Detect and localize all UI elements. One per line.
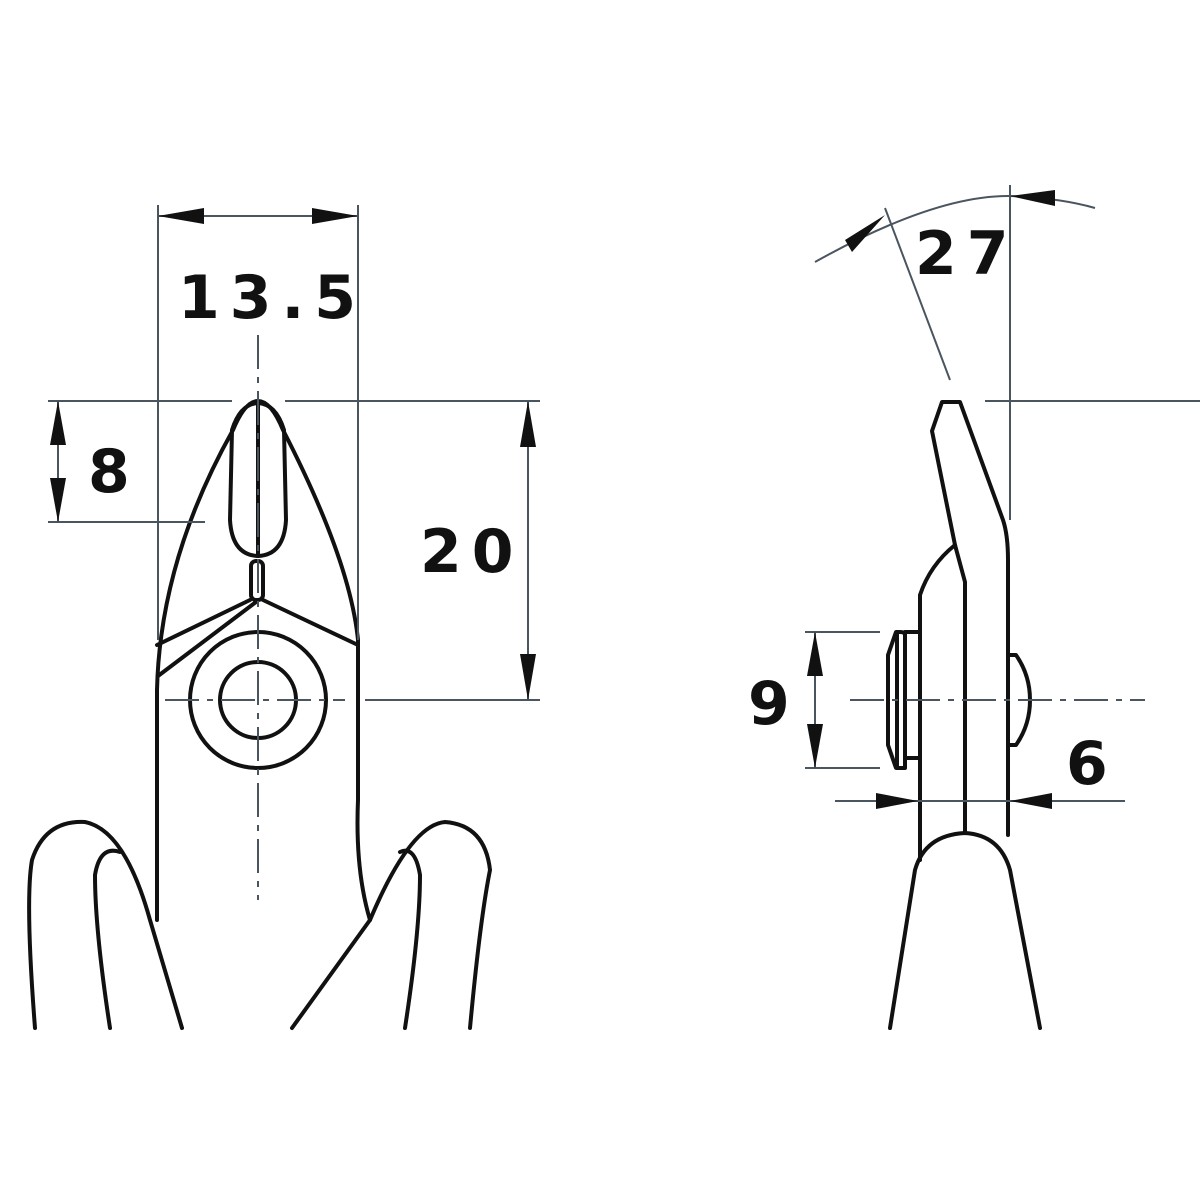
arrowhead-icon: [807, 724, 823, 768]
dimension-label-thickness: 6: [1066, 729, 1118, 799]
arrowhead-icon: [876, 793, 918, 809]
dimension-tip-length: 8: [48, 400, 232, 523]
right-handle: [290, 820, 492, 1030]
dimension-label-head-length: 20: [420, 517, 524, 587]
side-handle: [888, 831, 1042, 1030]
arrowhead-icon: [520, 654, 536, 700]
side-lower-jaw: [918, 543, 957, 862]
dimension-width: 13.5: [157, 205, 366, 640]
side-view: [850, 400, 1145, 1030]
arrowhead-icon: [520, 401, 536, 447]
dimension-label-tip-length: 8: [88, 437, 140, 507]
dimension-label-pivot-height: 9: [748, 669, 800, 739]
dimension-label-angle: 27: [915, 219, 1019, 289]
arrowhead-icon: [50, 478, 66, 522]
arrowhead-icon: [1010, 793, 1052, 809]
arrowhead-icon: [50, 401, 66, 445]
arrowhead-icon: [312, 208, 358, 224]
dimension-pivot-height: 9: [748, 631, 880, 769]
front-view: [27, 335, 492, 1030]
arrowhead-icon: [807, 632, 823, 676]
jaw-slot: [228, 401, 288, 558]
arrowhead-icon: [1010, 190, 1055, 206]
side-jaw: [930, 400, 1010, 837]
dimension-thickness: 6: [835, 729, 1125, 809]
left-handle: [27, 819, 184, 1030]
dimension-angle: 27: [814, 185, 1200, 520]
arrowhead-icon: [845, 215, 885, 252]
arrowhead-icon: [158, 208, 204, 224]
dimension-label-width: 13.5: [178, 263, 366, 333]
head-facets: [155, 598, 360, 678]
dimension-head-length: 20: [285, 400, 540, 701]
